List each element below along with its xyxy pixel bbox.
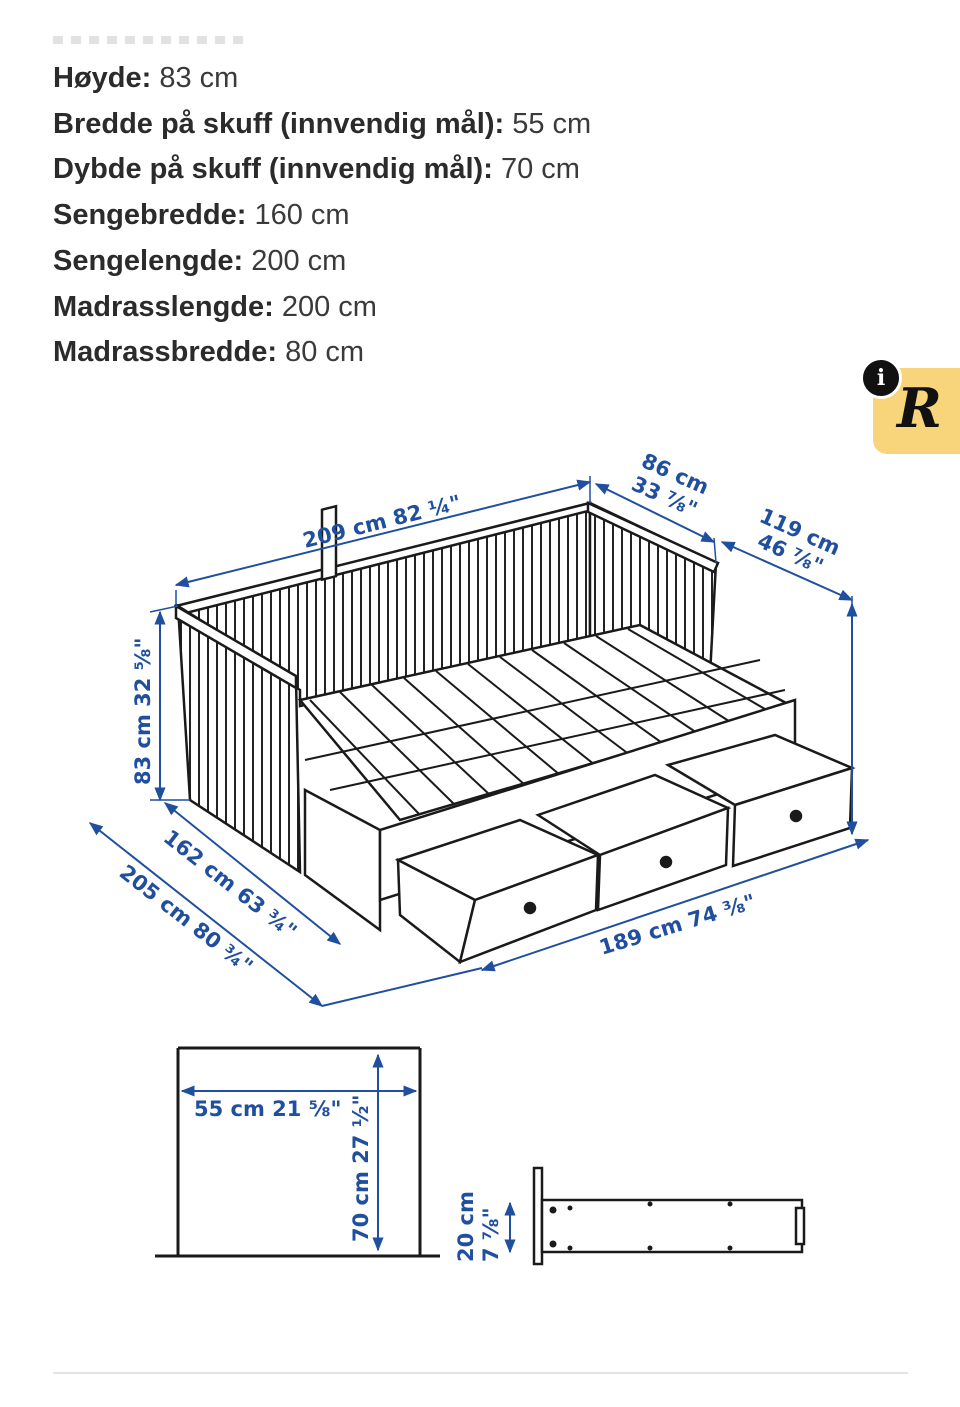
drawer-screws (549, 1201, 733, 1251)
spec-row: Dybde på skuff (innvendig mål): 70 cm (53, 147, 591, 193)
spec-value: 200 cm (281, 290, 377, 323)
spec-row: Madrasslengde: 200 cm (53, 285, 591, 331)
spec-label: Høyde: (53, 62, 152, 94)
drawer-top-view (155, 1046, 440, 1258)
spec-label: Sengebredde: (53, 199, 247, 232)
info-icon[interactable]: i (860, 357, 902, 399)
spec-label: Dybde på skuff (innvendig mål): (53, 153, 493, 186)
reader-badge-button[interactable]: R (873, 368, 960, 454)
spec-row: Madrassbredde: 80 cm (53, 330, 591, 376)
spec-label: Bredde på skuff (innvendig mål): (53, 107, 505, 140)
spec-label: Madrasslengde: (53, 290, 274, 323)
dim-drawer-width: 55 cm 21 ⅝" (194, 1097, 341, 1121)
spec-value: 200 cm (251, 244, 347, 277)
cropped-text-line (53, 36, 243, 44)
spec-row: Sengebredde: 160 cm (53, 193, 591, 239)
spec-value: 83 cm (159, 62, 239, 94)
dim-height-left: 83 cm 32 ⅝" (131, 638, 155, 785)
spec-value: 70 cm (500, 153, 580, 186)
spec-row: Sengelengde: 200 cm (53, 239, 591, 285)
dim-drawer-height: 20 cm (454, 1191, 478, 1262)
dim-drawer-depth: 70 cm 27 ½" (349, 1095, 373, 1242)
spec-row: Bredde på skuff (innvendig mål): 55 cm (53, 102, 591, 148)
dim-drawer-height-in: 7 ⅞" (479, 1207, 503, 1262)
section-divider (53, 1372, 908, 1374)
bed-slats (304, 628, 786, 816)
extension-lines (149, 476, 853, 801)
badge-letter: R (897, 376, 942, 440)
dimension-lines (88, 479, 870, 1254)
drawer-side-view (532, 1166, 806, 1266)
spec-label: Sengelengde: (53, 244, 244, 277)
spec-label: Madrassbredde: (53, 336, 278, 369)
spec-value: 160 cm (254, 199, 350, 232)
spec-value: 80 cm (285, 336, 365, 369)
spec-value: 55 cm (512, 107, 592, 140)
spec-row: Høyde: 83 cm (53, 56, 591, 102)
spec-list: Høyde: 83 cm Bredde på skuff (innvendig … (53, 56, 591, 376)
